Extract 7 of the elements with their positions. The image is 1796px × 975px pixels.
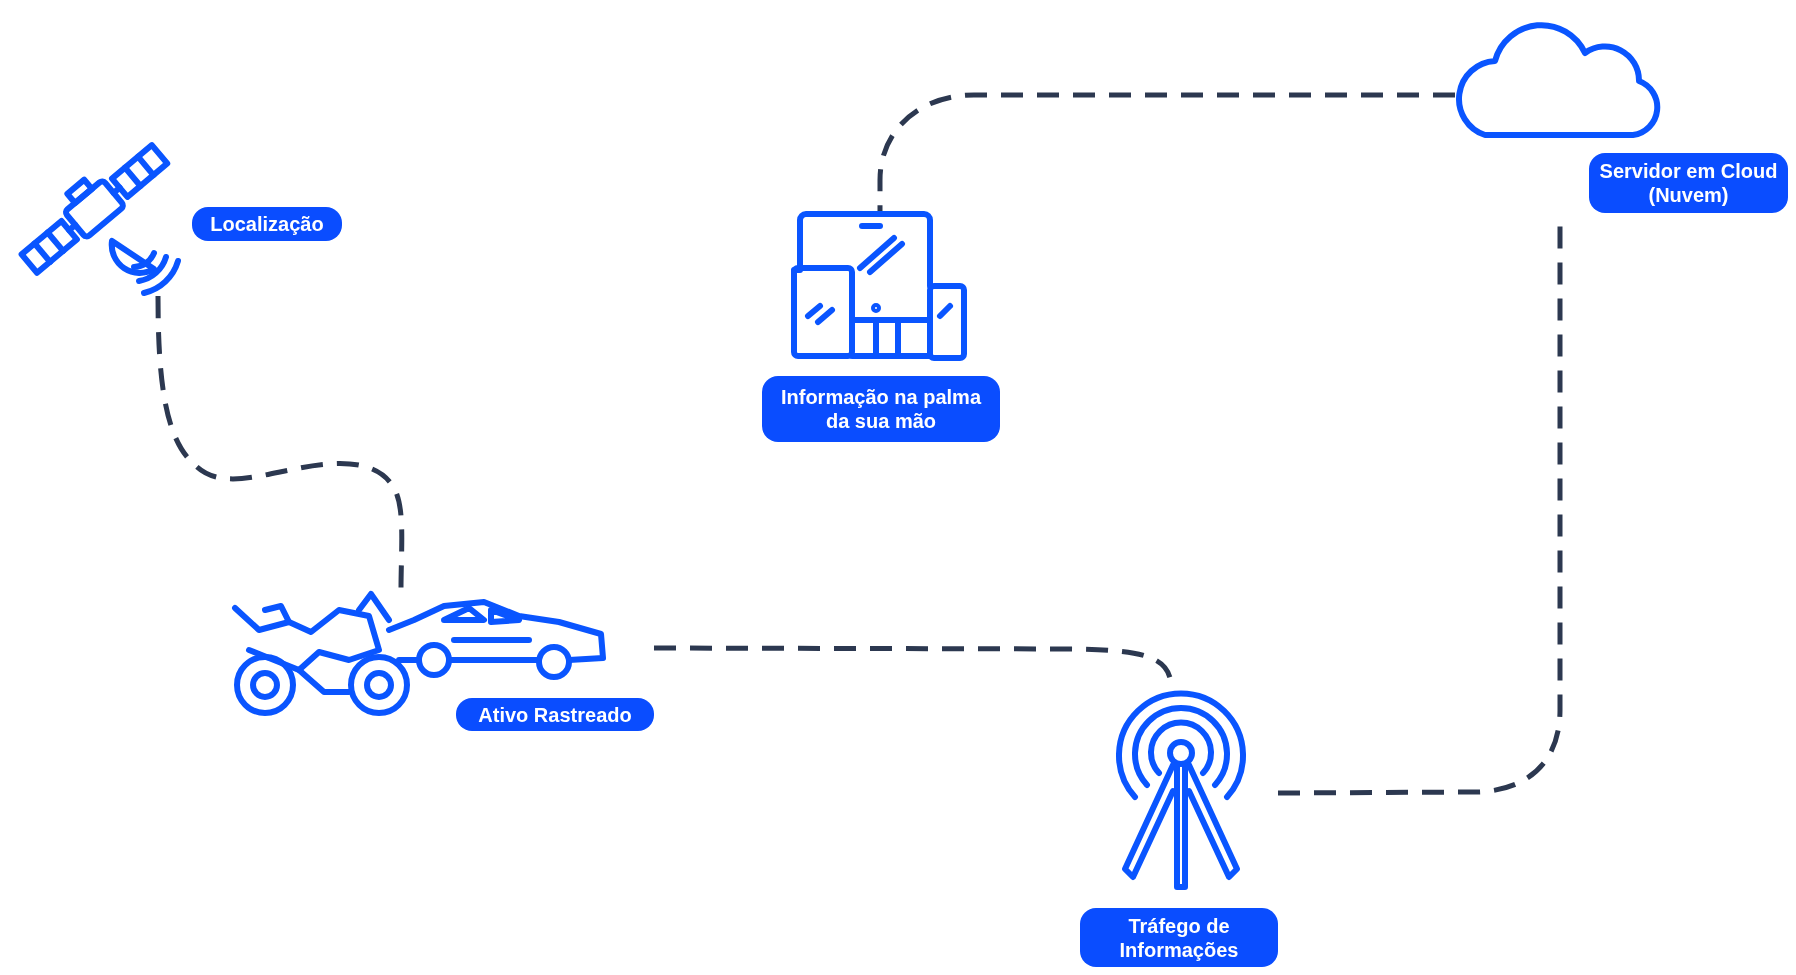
label-tag: Informação na palma da sua mão xyxy=(762,376,1000,442)
label-tag: Tráfego de Informações xyxy=(1080,908,1278,967)
dashed-connector xyxy=(155,296,405,590)
label-tag: Localização xyxy=(192,207,342,241)
label-tag: Servidor em Cloud (Nuvem) xyxy=(1589,153,1788,213)
label-tag: Ativo Rastreado xyxy=(456,698,654,731)
dashed-connector xyxy=(877,92,1455,212)
